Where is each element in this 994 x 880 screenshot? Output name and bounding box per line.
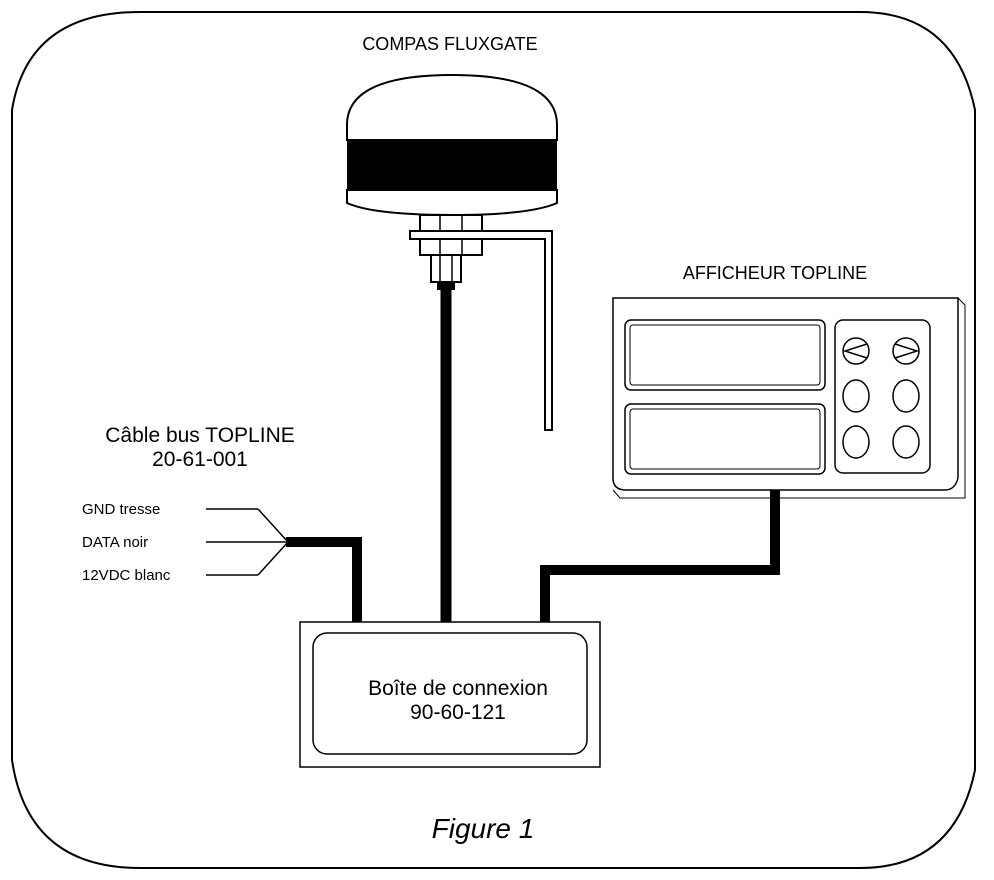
display-label: AFFICHEUR TOPLINE <box>683 263 867 283</box>
button-2-left <box>842 379 870 413</box>
fluxgate-compass: nke <box>346 73 558 431</box>
display-cable <box>540 490 780 622</box>
compass-brand: nke <box>399 133 496 196</box>
topline-display <box>612 297 966 499</box>
topline-bus-cable <box>206 508 362 622</box>
button-right-arrow <box>892 337 920 365</box>
box-ref: 90-60-121 <box>410 701 506 724</box>
mount-nut-top <box>419 214 483 232</box>
cable-label: Câble bus TOPLINE <box>105 424 295 447</box>
button-left-arrow <box>842 337 870 365</box>
button-3-left <box>842 425 870 459</box>
wire-gnd-label: GND tresse <box>82 501 160 518</box>
compass-base <box>346 189 558 217</box>
diagram-frame <box>11 11 976 869</box>
compass-dome <box>346 73 558 141</box>
figure-caption: Figure 1 <box>432 813 535 844</box>
mount-bracket <box>409 230 553 431</box>
compass-label: COMPAS FLUXGATE <box>362 34 537 54</box>
connection-box <box>299 621 601 768</box>
cable-ref: 20-61-001 <box>152 448 248 471</box>
button-3-right <box>892 425 920 459</box>
wire-power-label: 12VDC blanc <box>82 567 171 584</box>
compass-band <box>347 140 557 190</box>
screen-bottom <box>624 403 826 475</box>
compass-stem <box>430 254 462 283</box>
mount-nut-bottom <box>419 238 483 256</box>
wire-data-label: DATA noir <box>82 534 148 551</box>
box-label: Boîte de connexion <box>368 677 548 700</box>
button-2-right <box>892 379 920 413</box>
screen-top <box>624 319 826 391</box>
